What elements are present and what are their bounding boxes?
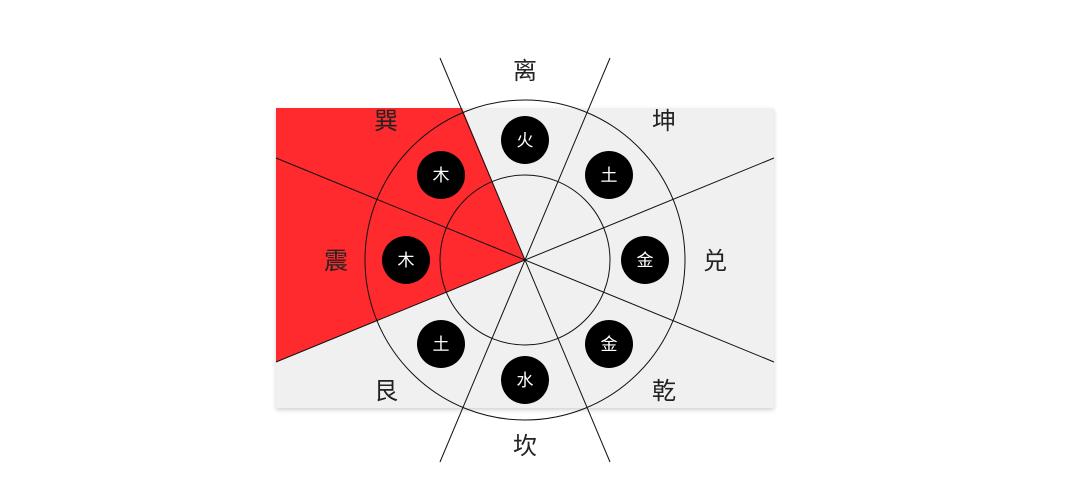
element-badge-circle — [585, 320, 633, 368]
element-label-dui: 金 — [637, 251, 654, 271]
inner-ring — [439, 174, 611, 346]
element-label-qian: 金 — [601, 335, 618, 355]
element-badge-kan: 水 — [501, 356, 549, 404]
divider-line-dui-qian-zhen-xun — [275, 157, 775, 363]
element-badge-xun: 木 — [417, 151, 465, 199]
element-badge-circle — [501, 116, 549, 164]
element-badge-circle — [501, 356, 549, 404]
trigram-label-qian: 乾 — [652, 377, 676, 405]
trigram-label-kan: 坎 — [513, 432, 537, 460]
element-badge-circle — [585, 151, 633, 199]
element-badge-circle — [417, 320, 465, 368]
trigram-label-xun: 巽 — [374, 107, 398, 135]
trigram-label-dui: 兑 — [703, 247, 727, 275]
element-badge-zhen: 木 — [382, 236, 430, 284]
element-badge-circle — [621, 236, 669, 284]
element-badge-dui: 金 — [621, 236, 669, 284]
trigram-label-gen: 艮 — [374, 377, 398, 405]
element-label-xun: 木 — [433, 166, 450, 186]
element-badge-kun: 土 — [585, 151, 633, 199]
trigram-label-li: 离 — [513, 57, 537, 85]
element-badge-li: 火 — [501, 116, 549, 164]
element-badge-circle — [382, 236, 430, 284]
element-label-kan: 水 — [517, 371, 534, 391]
trigram-label-kun: 坤 — [652, 107, 676, 135]
element-label-zhen: 木 — [398, 251, 415, 271]
element-badge-circle — [417, 151, 465, 199]
element-label-gen: 土 — [433, 335, 450, 355]
element-label-li: 火 — [517, 131, 534, 151]
outer-ring — [364, 99, 686, 421]
element-badge-qian: 金 — [585, 320, 633, 368]
element-label-kun: 土 — [601, 166, 618, 186]
element-badge-gen: 土 — [417, 320, 465, 368]
trigram-label-zhen: 震 — [324, 247, 348, 275]
